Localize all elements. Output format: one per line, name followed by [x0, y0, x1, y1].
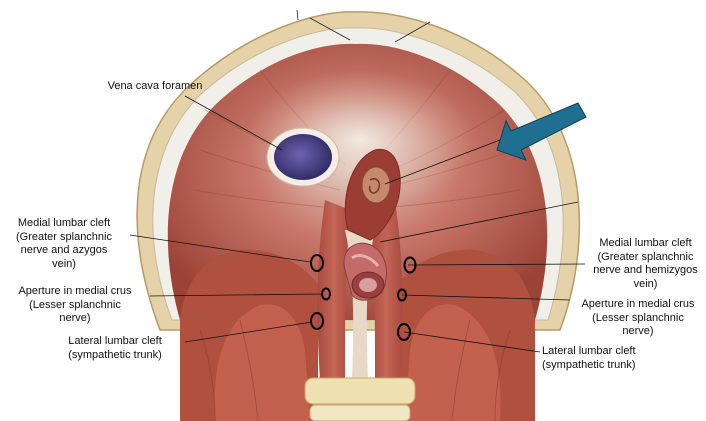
label-aperture-medial-crus-left-line: (Lesser splanchnic: [29, 298, 121, 311]
label-aperture-medial-crus-right-line: Aperture in medial crus: [581, 298, 695, 310]
right-psoas: [405, 304, 501, 421]
label-lateral-lumbar-cleft-left: Lateral lumbar cleft(sympathetic trunk): [40, 335, 190, 362]
leader-lines: [129, 95, 586, 353]
label-lateral-lumbar-cleft-right: Lateral lumbar cleft(sympathetic trunk): [542, 345, 702, 372]
esophagus: [361, 166, 391, 204]
vertebra: [304, 377, 416, 405]
label-medial-lumbar-cleft-left-line: nerve and azygos: [20, 244, 108, 256]
vertebra-lower: [309, 404, 411, 421]
label-aperture-medial-crus-right-line: (Lesser splanchnic: [592, 311, 684, 324]
left-crus: [370, 200, 403, 380]
esophagus-lumen: [368, 178, 381, 194]
label-vena-cava-foramen: Vena cava foramen: [55, 80, 255, 94]
cleft-markers: [310, 254, 417, 341]
label-medial-lumbar-cleft-right-line: nerve and hemizygos: [593, 264, 698, 276]
label-medial-lumbar-cleft-left-line: Medial lumbar cleft: [17, 217, 111, 229]
label-medial-lumbar-cleft-left-line: (Greater splanchnic: [16, 230, 112, 243]
label-aperture-medial-crus-left-line: nerve): [59, 312, 91, 324]
label-aperture-medial-crus-right: Aperture in medial crus(Lesser splanchni…: [570, 298, 706, 339]
aorta-branch: [351, 254, 380, 267]
label-aperture-medial-crus-left: Aperture in medial crus(Lesser splanchni…: [0, 285, 150, 326]
label-medial-lumbar-cleft-right-line: vein): [633, 277, 658, 290]
label-medial-lumbar-cleft-left-line: vein): [52, 257, 76, 270]
label-lateral-lumbar-cleft-left-line: Lateral lumbar cleft: [68, 335, 162, 347]
right-crus: [317, 200, 350, 380]
label-lateral-lumbar-cleft-left-line: (sympathetic trunk): [68, 348, 162, 361]
label-medial-lumbar-cleft-right-line: Medial lumbar cleft: [599, 237, 692, 249]
label-aperture-medial-crus-right-line: nerve): [622, 325, 654, 337]
pointer-arrow-icon: [496, 102, 587, 161]
label-lateral-lumbar-cleft-right-line: Lateral lumbar cleft: [542, 345, 636, 357]
label-vena-cava-foramen-line: Vena cava foramen: [107, 80, 203, 92]
vena-cava-foramen-shape: [274, 134, 332, 180]
label-aperture-medial-crus-left-line: Aperture in medial crus: [18, 285, 132, 297]
label-lateral-lumbar-cleft-right-line: (sympathetic trunk): [542, 358, 636, 371]
label-medial-lumbar-cleft-right-line: (Greater splanchnic: [597, 250, 694, 263]
aorta-lumen: [359, 278, 377, 292]
